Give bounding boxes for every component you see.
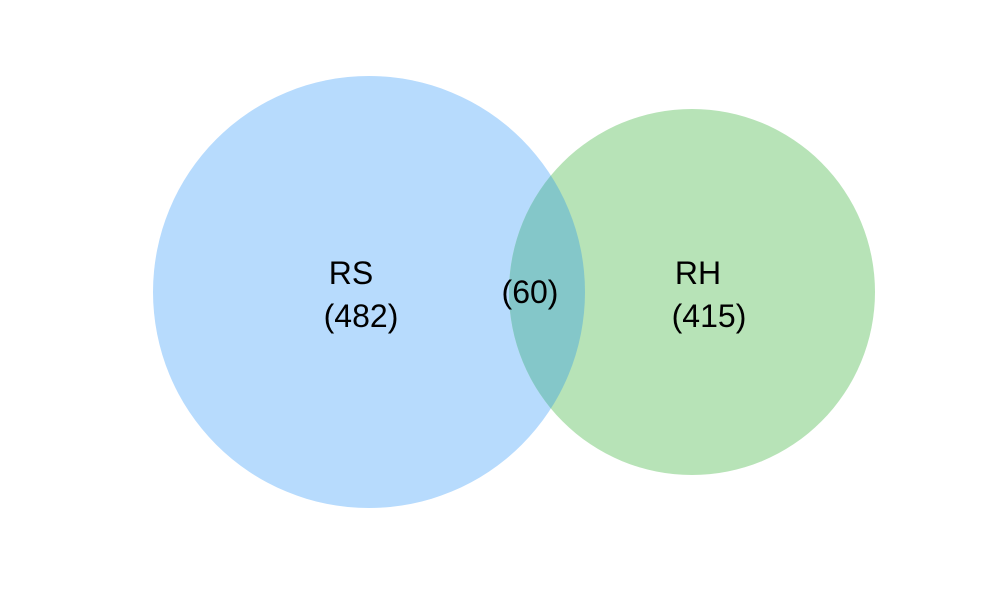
set-rs-circle (153, 76, 585, 508)
set-rh-count: (415) (672, 298, 747, 334)
set-rs-name: RS (329, 255, 373, 291)
set-rh-name: RH (675, 255, 721, 291)
set-rh-circle (509, 109, 875, 475)
intersection-count: (60) (502, 274, 559, 310)
set-rs-count: (482) (324, 298, 399, 334)
